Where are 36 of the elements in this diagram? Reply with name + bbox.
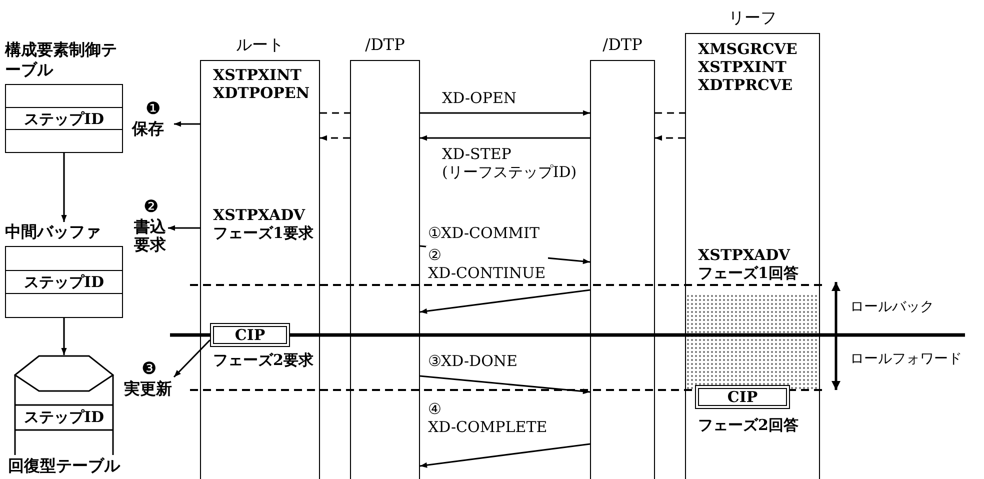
arrow <box>173 339 211 378</box>
arrow <box>320 135 350 141</box>
step-label: 実更新 <box>124 380 173 398</box>
step-number: ❷ <box>142 198 160 216</box>
table-heading: 構成要素制御テーブル <box>5 40 118 80</box>
lane-text: XSTPXADV フェーズ1要求 <box>213 206 314 242</box>
arrow <box>61 318 67 355</box>
cell-text: ステップID <box>22 110 106 128</box>
lane-text: XSTPXINT XDTPOPEN <box>213 66 310 102</box>
arrow <box>420 289 590 314</box>
cell-text: ステップID <box>22 273 106 291</box>
table-heading: 回復型テーブル <box>8 457 120 475</box>
cell-text: ステップID <box>22 408 106 426</box>
table-heading: 中間バッファ <box>5 222 102 242</box>
arrow <box>420 135 590 141</box>
step-label: 保存 <box>132 120 165 138</box>
lane-text: XMSGRCVE XSTPXINT XDTPRCVE <box>698 40 798 94</box>
arrow <box>655 135 685 141</box>
lane-heading: ルート <box>235 36 285 54</box>
lane-text: XSTPXADV フェーズ1回答 <box>698 246 798 282</box>
arrow <box>61 153 67 222</box>
step-number: ❶ <box>144 100 162 118</box>
step-number: ❸ <box>140 360 158 378</box>
lane-text: フェーズ2回答 <box>698 416 798 434</box>
arrow <box>168 225 200 231</box>
arrow <box>174 121 200 127</box>
lane-heading: /DTP <box>364 36 406 54</box>
process-box: CIP <box>210 323 290 347</box>
process-box: CIP <box>695 385 790 409</box>
arrow <box>420 443 590 468</box>
lane-text: フェーズ2要求 <box>213 351 314 369</box>
lane-heading: リーフ <box>728 9 778 27</box>
arrow <box>420 375 590 394</box>
arrow <box>420 110 590 116</box>
lane-heading: /DTP <box>602 36 644 54</box>
step-label: 書込要求 <box>134 218 167 254</box>
